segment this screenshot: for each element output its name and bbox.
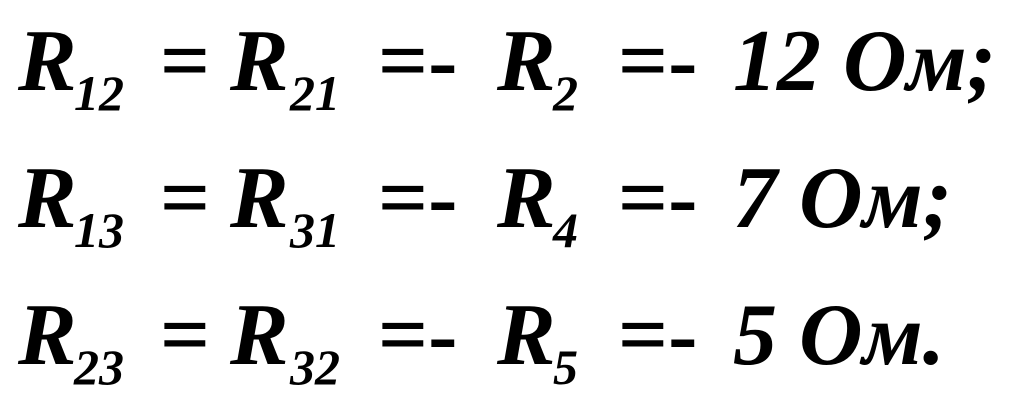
equals-minus: =- <box>378 287 458 384</box>
symbol: R <box>230 150 289 247</box>
equals-minus: =- <box>378 150 458 247</box>
equals: = <box>160 150 211 247</box>
equals-minus: =- <box>378 13 458 110</box>
equation-line-2: R 13 = R 31 =- R 4 =- 7 Ом; <box>0 137 1024 267</box>
equals-minus: =- <box>618 287 698 384</box>
symbol: R <box>497 287 556 384</box>
symbol: R <box>18 13 77 110</box>
symbol: R <box>18 287 77 384</box>
equals: = <box>160 13 211 110</box>
subscript: 21 <box>290 65 340 121</box>
subscript: 5 <box>553 339 578 395</box>
value: 7 Ом; <box>733 150 953 247</box>
equation-line-1: R 12 = R 21 =- R 2 =- 12 Ом; <box>0 0 1024 130</box>
subscript: 31 <box>290 202 340 258</box>
subscript: 2 <box>553 65 578 121</box>
symbol: R <box>497 150 556 247</box>
subscript: 12 <box>74 65 124 121</box>
subscript: 23 <box>74 339 124 395</box>
value: 12 Ом; <box>733 13 997 110</box>
value: 5 Ом. <box>733 287 945 384</box>
subscript: 32 <box>290 339 340 395</box>
subscript: 13 <box>74 202 124 258</box>
symbol: R <box>18 150 77 247</box>
equals-minus: =- <box>618 13 698 110</box>
subscript: 4 <box>553 202 578 258</box>
symbol: R <box>230 287 289 384</box>
symbol: R <box>497 13 556 110</box>
equation-line-3: R 23 = R 32 =- R 5 =- 5 Ом. <box>0 274 1024 404</box>
equals: = <box>160 287 211 384</box>
equals-minus: =- <box>618 150 698 247</box>
symbol: R <box>230 13 289 110</box>
